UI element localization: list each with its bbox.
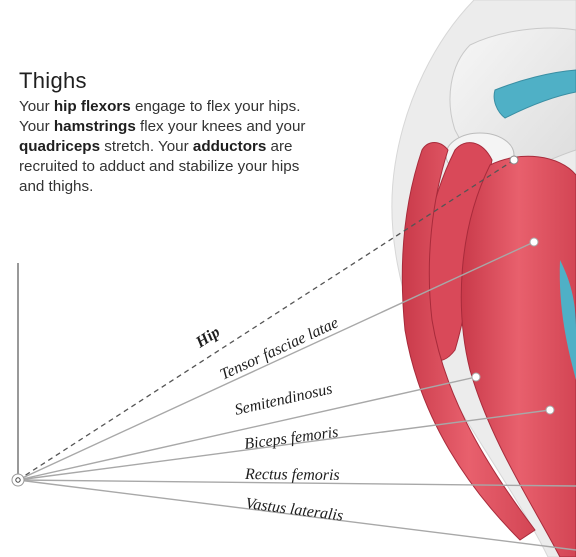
origin-marker-inner <box>16 478 20 482</box>
label-hip: Hip <box>192 324 223 352</box>
label-vastus: Vastus lateralis <box>244 495 344 525</box>
marker-semitendinosus <box>472 373 480 381</box>
marker-biceps <box>546 406 554 414</box>
label-semitendinosus: Semitendinosus <box>233 380 334 418</box>
marker-hip <box>510 156 518 164</box>
marker-tensor <box>530 238 538 246</box>
label-biceps: Biceps femoris <box>243 424 339 453</box>
label-tensor: Tensor fasciae latae <box>218 314 342 383</box>
label-rectus: Rectus femoris <box>244 466 340 484</box>
